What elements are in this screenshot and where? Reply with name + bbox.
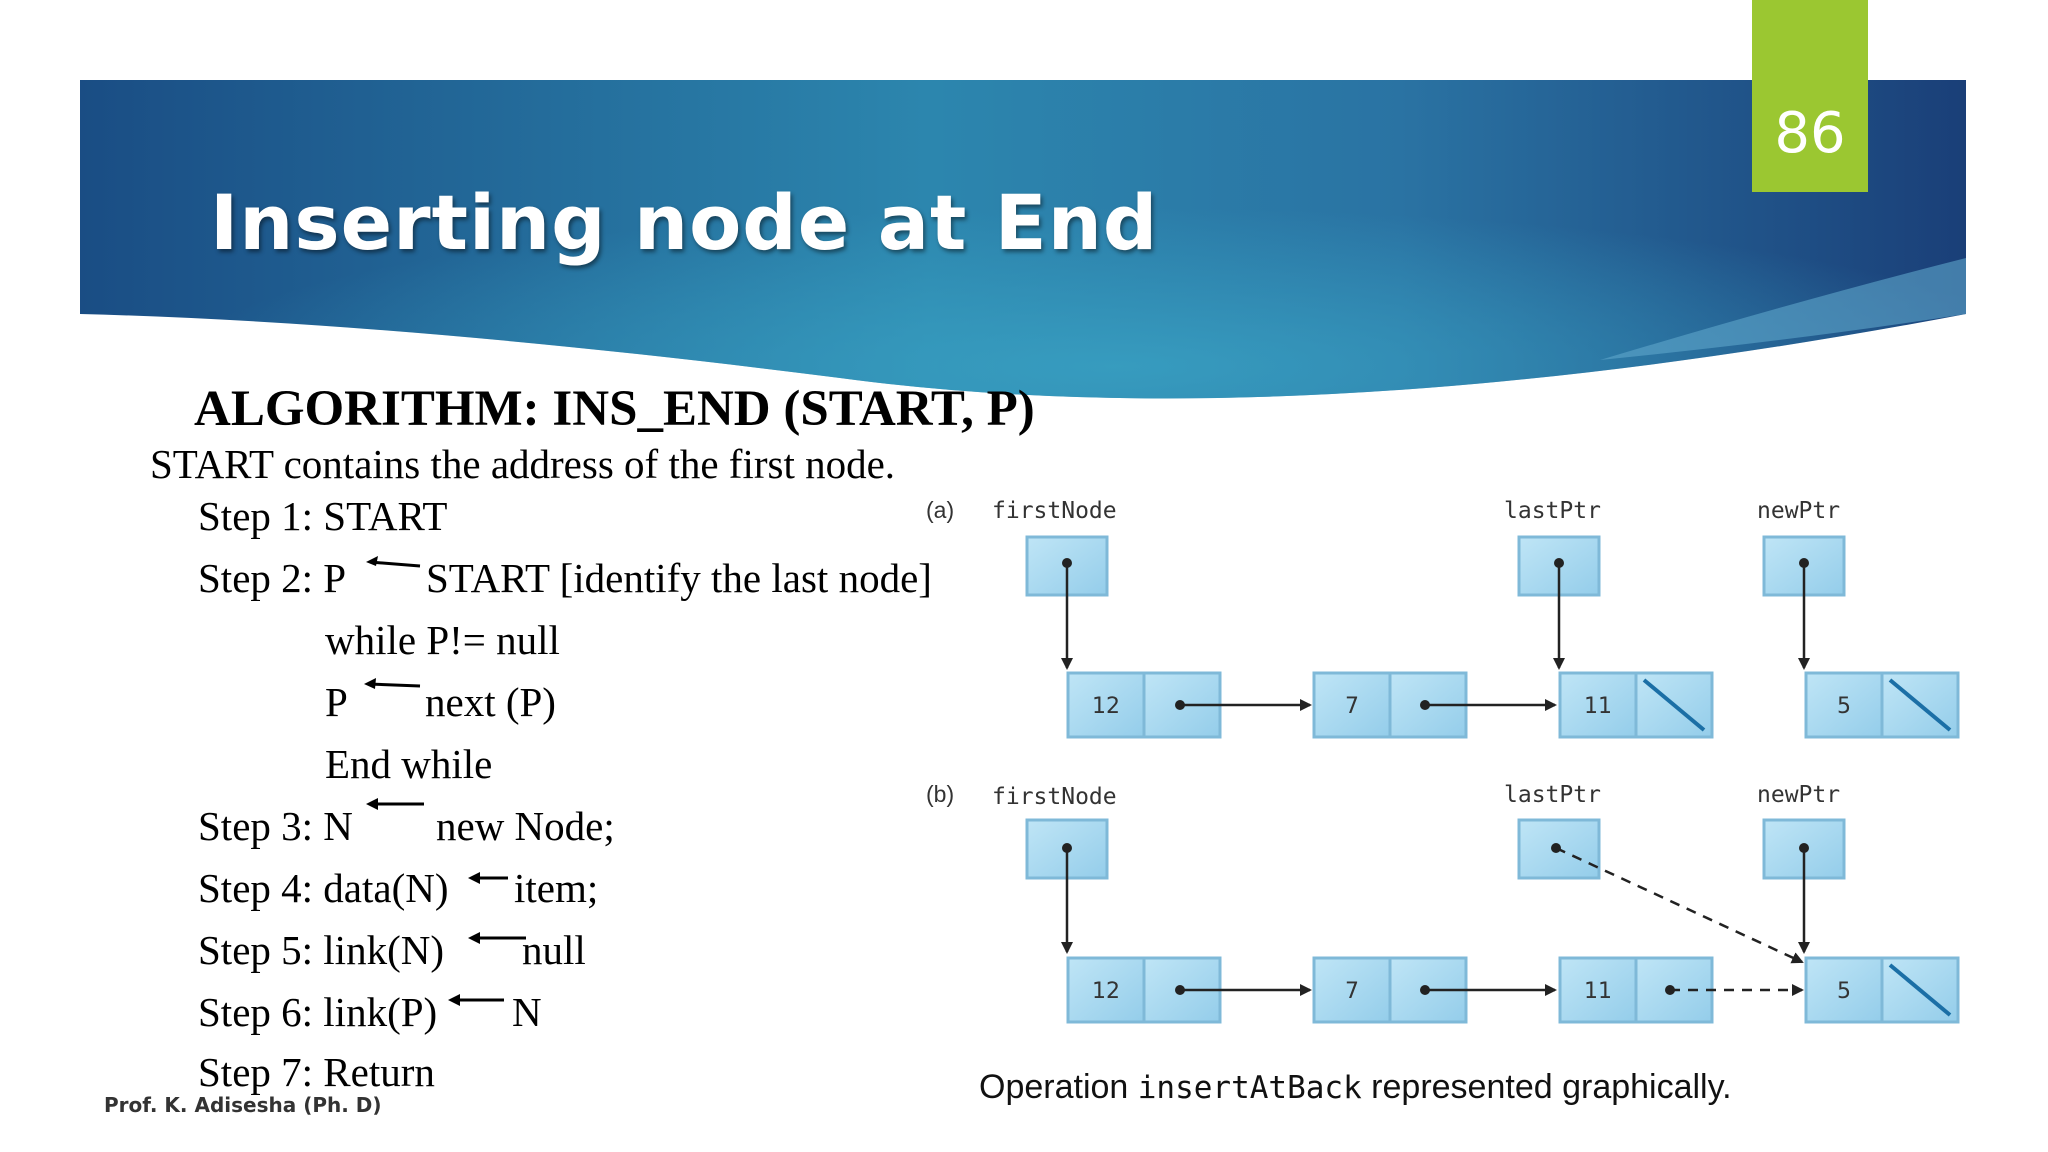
panel-b: 12 7 11 5 (1025, 818, 1960, 1024)
step-7: Step 7: Return (198, 1049, 435, 1095)
svg-text:11: 11 (1584, 979, 1612, 1004)
step-1: Step 1: START (198, 493, 448, 539)
svg-text:11: 11 (1584, 694, 1612, 719)
svg-text:7: 7 (1345, 979, 1359, 1004)
svg-text:12: 12 (1092, 694, 1120, 719)
step-5-right: null (522, 927, 586, 973)
first-node-label-b: firstNode (992, 784, 1117, 810)
author-footer: Prof. K. Adisesha (Ph. D) (104, 1093, 382, 1117)
page-number-badge: 86 (1752, 0, 1868, 192)
algorithm-note: START contains the address of the first … (150, 441, 896, 487)
step-6-right: N (512, 989, 542, 1035)
last-ptr-label-b: lastPtr (1504, 782, 1601, 808)
step-3-right: new Node; (436, 803, 615, 849)
assign-arrow-icon (366, 556, 421, 568)
panel-b-label: (b) (926, 781, 954, 807)
assign-arrow-icon (364, 678, 421, 689)
svg-text:12: 12 (1092, 979, 1120, 1004)
assign-arrow-icon (448, 994, 504, 1006)
node-5-a: 5 (1804, 671, 1960, 739)
end-while: End while (325, 741, 493, 787)
first-node-label-a: firstNode (992, 498, 1117, 524)
step-4-left: Step 4: data(N) (198, 865, 449, 911)
while-line: while P!= null (325, 617, 560, 663)
svg-text:7: 7 (1345, 694, 1359, 719)
figure-caption: Operation insertAtBack represented graph… (979, 1068, 1732, 1106)
page-number: 86 (1774, 101, 1846, 166)
assign-arrow-icon (366, 798, 424, 810)
panel-a-label: (a) (926, 497, 954, 523)
step-2-right: START [identify the last node] (426, 555, 932, 601)
p-assign-left: P (325, 679, 348, 725)
step-3-left: Step 3: N (198, 803, 353, 849)
new-ptr-label-a: newPtr (1757, 498, 1840, 524)
new-ptr-label-b: newPtr (1757, 782, 1840, 808)
header-banner (80, 80, 1966, 399)
panel-a: 12 7 11 5 (1025, 535, 1960, 739)
p-assign-right: next (P) (425, 679, 556, 725)
node-5-b: 5 (1804, 956, 1960, 1024)
assign-arrow-icon (468, 872, 508, 884)
step-5-left: Step 5: link(N) (198, 927, 444, 973)
step-2-left: Step 2: P (198, 555, 347, 601)
step-4-right: item; (514, 865, 599, 911)
slide-title: Inserting node at End (210, 178, 1159, 267)
node-11-a: 11 (1558, 671, 1714, 739)
svg-text:5: 5 (1837, 979, 1851, 1004)
assign-arrow-icon (468, 932, 526, 944)
step-6-left: Step 6: link(P) (198, 989, 438, 1035)
last-ptr-label-a: lastPtr (1504, 498, 1601, 524)
svg-text:5: 5 (1837, 694, 1851, 719)
algorithm-title: ALGORITHM: INS_END (START, P) (194, 381, 1035, 437)
